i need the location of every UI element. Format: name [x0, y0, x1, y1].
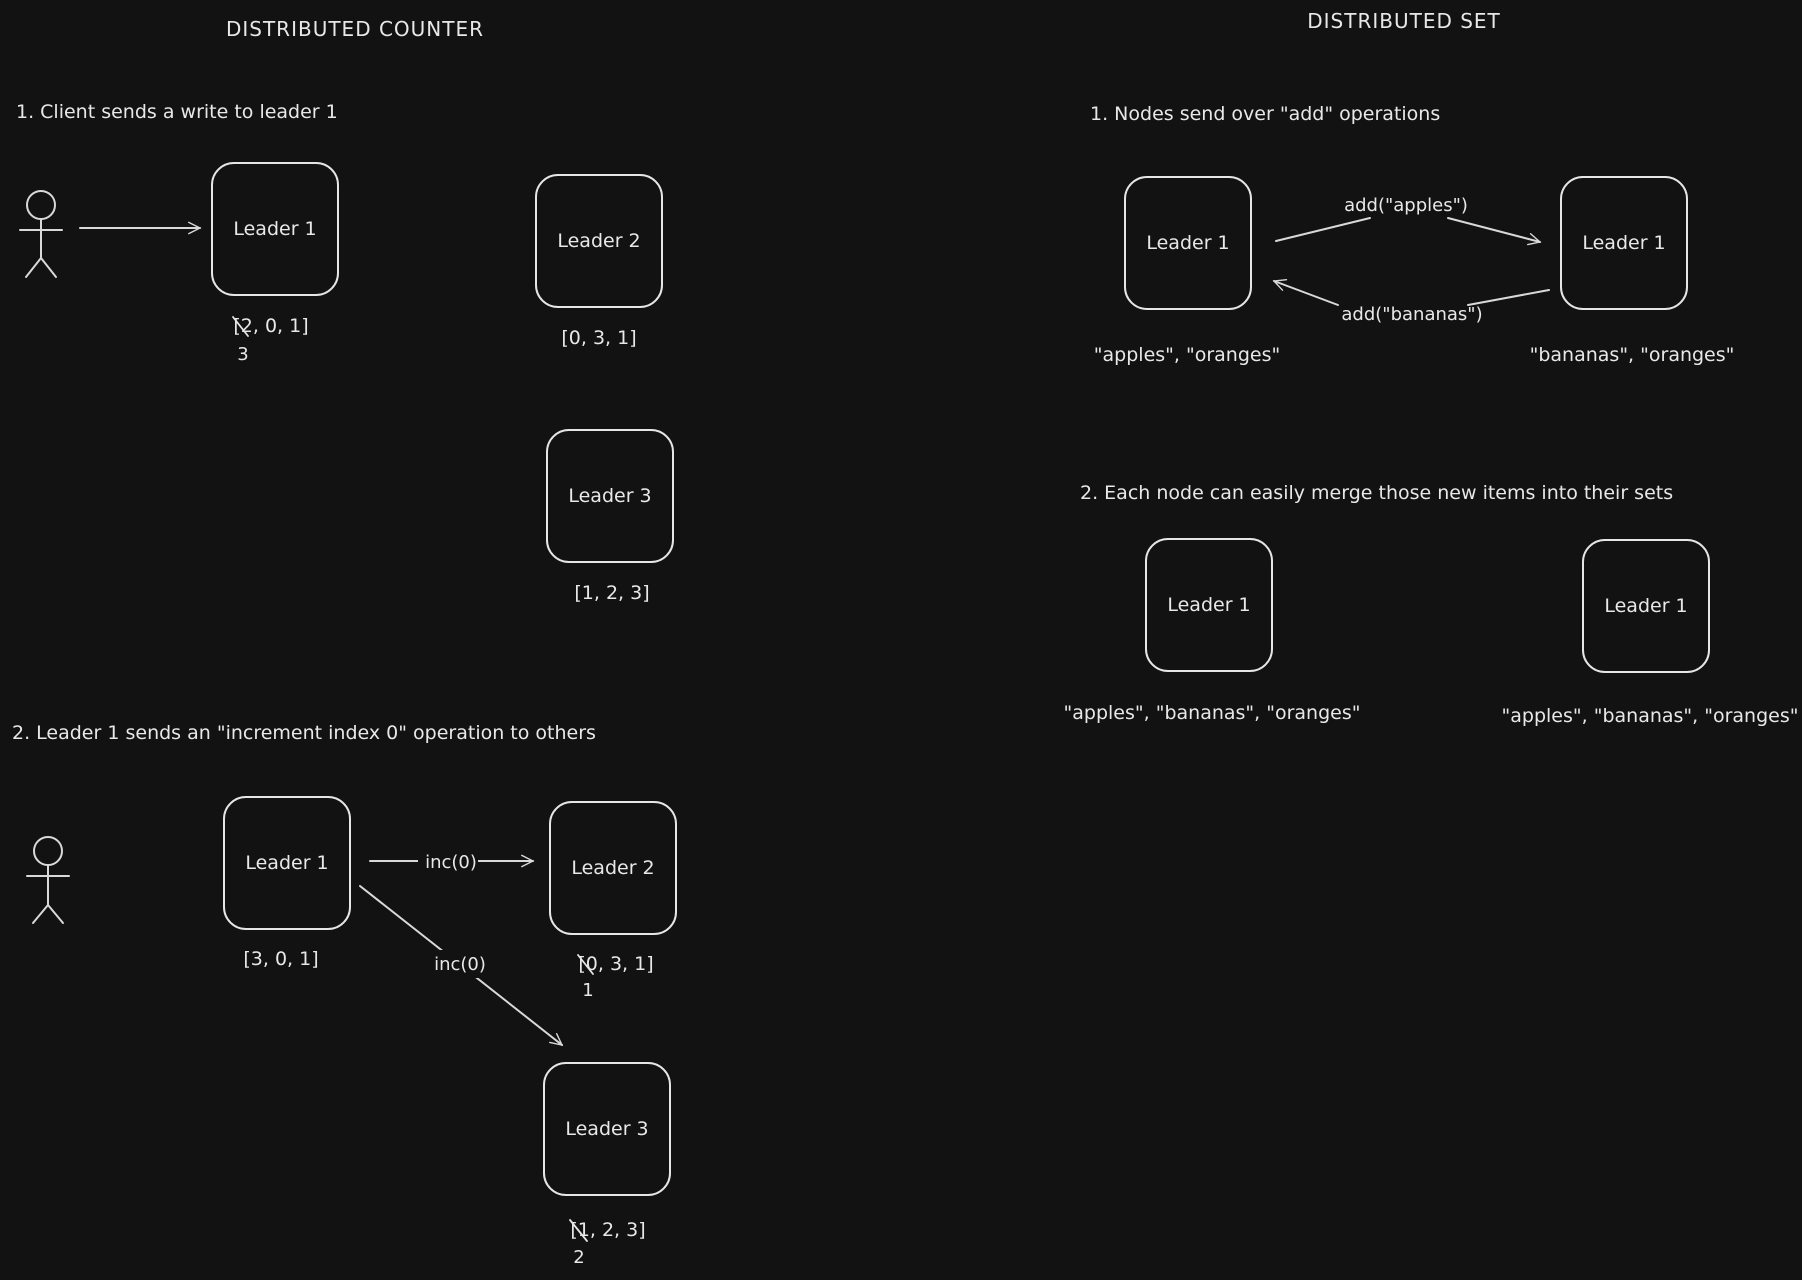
set-s1-left-items: "apples", "oranges"	[1094, 344, 1280, 366]
node-label: Leader 1	[1604, 595, 1687, 617]
inc-label-to-leader-3: inc(0)	[434, 954, 486, 975]
set-s2-left-items: "apples", "bananas", "oranges"	[1064, 702, 1361, 724]
set-step-2: 2. Each node can easily merge those new …	[1080, 482, 1673, 504]
counter-title: DISTRIBUTED COUNTER	[226, 17, 484, 41]
add-bananas-arrow-tail	[1467, 289, 1550, 306]
node-label: Leader 2	[571, 857, 654, 879]
counter-step-1: 1. Client sends a write to leader 1	[16, 101, 338, 123]
counter-s2-leader-2-vector: [0, 3, 1]	[578, 953, 653, 975]
set-s1-left-node: Leader 1	[1124, 176, 1252, 310]
counter-s2-leader-2-update: 1	[582, 980, 593, 1001]
counter-s1-leader-1-update: 3	[237, 344, 248, 365]
strikethrough-mark	[232, 316, 249, 337]
set-s1-right-node: Leader 1	[1560, 176, 1688, 310]
counter-s2-leader-1: Leader 1	[223, 796, 351, 930]
set-s2-right-items: "apples", "bananas", "oranges"	[1502, 705, 1799, 727]
counter-step-2: 2. Leader 1 sends an "increment index 0"…	[12, 722, 596, 744]
set-title: DISTRIBUTED SET	[1307, 9, 1501, 33]
counter-s1-leader-2: Leader 2	[535, 174, 663, 308]
add-apples-label: add("apples")	[1344, 195, 1468, 216]
add-bananas-label: add("bananas")	[1341, 304, 1482, 325]
stick-figure-icon	[19, 190, 63, 278]
counter-s1-leader-3: Leader 3	[546, 429, 674, 563]
node-label: Leader 1	[245, 852, 328, 874]
set-step-1: 1. Nodes send over "add" operations	[1090, 103, 1440, 125]
counter-s2-leader-3: Leader 3	[543, 1062, 671, 1196]
set-s1-right-items: "bananas", "oranges"	[1530, 344, 1735, 366]
node-label: Leader 2	[557, 230, 640, 252]
node-label: Leader 1	[233, 218, 316, 240]
counter-s2-leader-1-vector: [3, 0, 1]	[243, 948, 318, 970]
strikethrough-mark	[577, 954, 594, 975]
node-label: Leader 1	[1146, 232, 1229, 254]
add-apples-arrow-tail	[1275, 217, 1371, 242]
counter-s1-leader-2-vector: [0, 3, 1]	[561, 327, 636, 349]
node-label: Leader 3	[565, 1118, 648, 1140]
set-s2-left-node: Leader 1	[1145, 538, 1273, 672]
add-apples-arrow	[1447, 217, 1540, 242]
set-s2-right-node: Leader 1	[1582, 539, 1710, 673]
node-label: Leader 1	[1167, 594, 1250, 616]
node-label: Leader 1	[1582, 232, 1665, 254]
node-label: Leader 3	[568, 485, 651, 507]
counter-s1-leader-1: Leader 1	[211, 162, 339, 296]
inc-label-to-leader-2: inc(0)	[425, 852, 477, 873]
counter-s2-leader-3-vector: [1, 2, 3]	[570, 1219, 645, 1241]
stick-figure-icon	[26, 836, 70, 924]
counter-s1-leader-3-vector: [1, 2, 3]	[574, 582, 649, 604]
add-bananas-arrow	[1274, 281, 1339, 306]
counter-s1-leader-1-vector: [2, 0, 1]	[233, 315, 308, 337]
strikethrough-mark	[569, 1219, 588, 1242]
counter-s2-leader-3-update: 2	[573, 1247, 584, 1268]
counter-s2-leader-2: Leader 2	[549, 801, 677, 935]
